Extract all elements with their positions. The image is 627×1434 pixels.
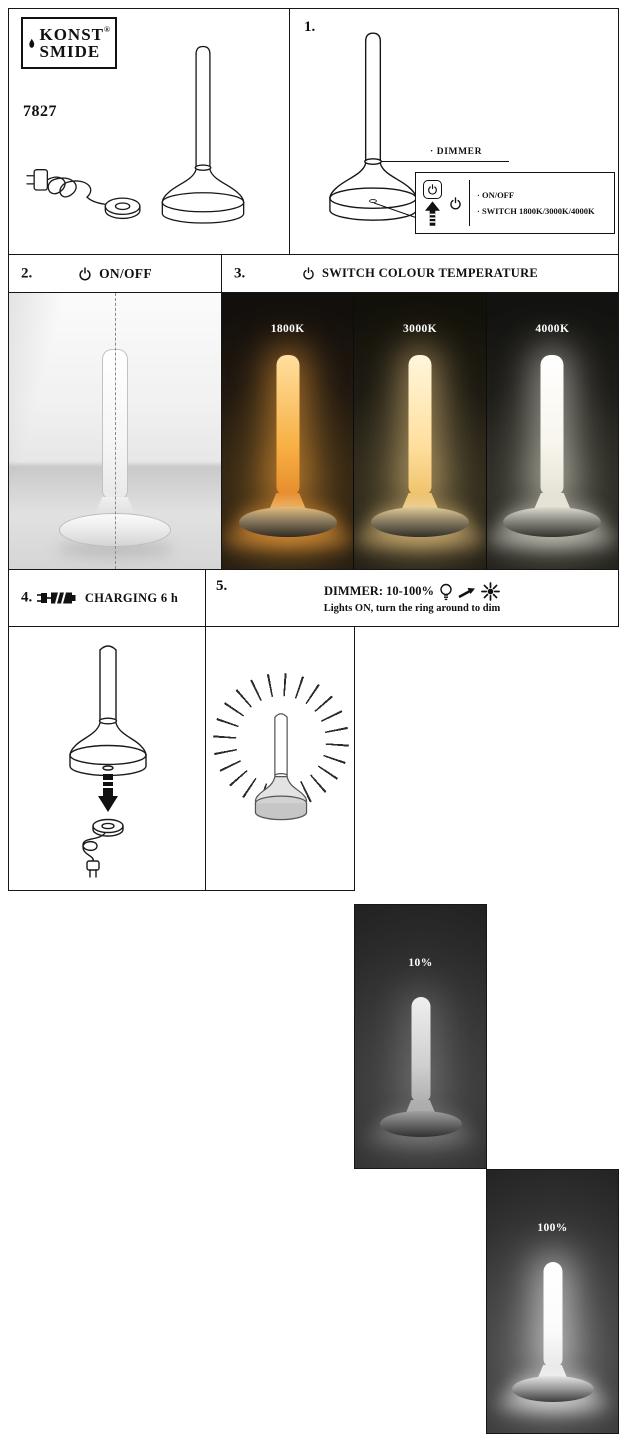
lamp-photo [354, 293, 486, 569]
power-icon [449, 197, 462, 210]
lamp-photo [487, 1170, 618, 1433]
lamp-base [238, 507, 337, 537]
power-icon [427, 184, 438, 195]
power-icon [78, 267, 92, 281]
registered-mark: ® [104, 24, 110, 34]
dimmer-leader-line [381, 161, 509, 162]
step4-label: CHARGING 6 h [84, 590, 179, 605]
lamp-neck [400, 493, 439, 511]
step3-header: 3. SWITCH COLOUR TEMPERATURE [221, 254, 619, 293]
lamp-line-drawing [151, 37, 255, 236]
lamp-photo [222, 293, 354, 569]
lamp-tube [543, 1262, 562, 1367]
increase-arrow-icon [458, 587, 476, 598]
callout-leader-line [373, 202, 421, 220]
level-label-100: 100% [537, 1222, 568, 1234]
brand-panel: KONST® SMIDE 7827 [8, 8, 290, 255]
konstsmide-logo: KONST® SMIDE [21, 17, 117, 69]
step-number-1: 1. [304, 19, 316, 35]
logo-top: KONST [39, 24, 105, 44]
temp-label-3000k: 3000K [403, 323, 437, 335]
photo-10-percent: 10% [354, 904, 487, 1169]
step4-header: 4. CHARGING 6 h [8, 569, 206, 627]
callout-divider [469, 180, 470, 226]
charging-cable-drawing [26, 168, 141, 220]
photo-100-percent: 100% [486, 1169, 619, 1434]
photo-3000k: 3000K [353, 293, 486, 569]
rays-inner-hole [236, 696, 326, 786]
lamp-neck [268, 493, 307, 511]
lamp-base [511, 1376, 594, 1402]
photo-4000k: 4000K [485, 293, 618, 569]
lamp-tube [411, 997, 430, 1102]
step-number-4: 4. [21, 589, 33, 606]
lamp-photo [486, 293, 618, 569]
temp-label-1800k: 1800K [270, 323, 305, 335]
lamp-tube [540, 355, 564, 495]
down-arrow-icon [98, 774, 118, 812]
lamp-tube [276, 355, 300, 495]
callout-text: · ON/OFF · SWITCH 1800K/3000K/4000K [477, 187, 595, 219]
glowing-lamp-drawing [254, 713, 308, 821]
step-number-5: 5. [216, 578, 228, 594]
lamp-photo [355, 905, 486, 1168]
up-arrow-icon [425, 201, 440, 226]
center-dashed-line [115, 293, 116, 569]
dimmer-label: · DIMMER [430, 147, 483, 157]
touch-button-dot [369, 199, 377, 203]
lamp-base [379, 1111, 462, 1137]
callout-onoff: · ON/OFF [477, 189, 515, 200]
charging-instruction-drawing [69, 645, 147, 878]
controls-callout: · ON/OFF · SWITCH 1800K/3000K/4000K [415, 172, 615, 234]
sunburst-icon [481, 582, 500, 601]
charging-drawing-panel [8, 626, 206, 891]
callout-switch: · SWITCH 1800K/3000K/4000K [477, 206, 595, 216]
power-icon [302, 267, 315, 280]
step5-subtitle: Lights ON, turn the ring around to dim [323, 603, 501, 614]
colour-temperature-photos: 1800K 3000K 4000K [221, 292, 619, 570]
logo-text: KONST® SMIDE [39, 24, 110, 61]
step-number-3: 3. [234, 265, 246, 281]
logo-bottom: SMIDE [39, 42, 101, 61]
lamp-tube [408, 355, 432, 495]
lamp-neck [533, 493, 572, 511]
flame-icon [29, 38, 35, 48]
level-label-10: 10% [408, 957, 433, 969]
step3-label: SWITCH COLOUR TEMPERATURE [321, 266, 539, 280]
button-with-arrow [423, 180, 442, 226]
model-number: 7827 [23, 103, 57, 120]
step5-title: DIMMER: 10-100% [323, 584, 435, 598]
step1-panel: 1. · DIMMER · ON/OFF · SWITCH 1800K/3000… [289, 8, 619, 255]
photo-1800k: 1800K [222, 293, 354, 569]
power-button [423, 180, 442, 199]
lamp-base [503, 507, 602, 537]
lamp-base [370, 507, 469, 537]
bulb-icon [440, 583, 452, 600]
step2-header: 2. ON/OFF [8, 254, 222, 293]
temp-label-4000k: 4000K [535, 323, 570, 335]
dimmer-drawing-panel [205, 626, 355, 891]
step2-label: ON/OFF [99, 265, 152, 281]
step5-header: 5. DIMMER: 10-100% [205, 569, 619, 627]
step-number-2: 2. [21, 265, 33, 281]
lamp-off-photo [8, 292, 222, 570]
battery-charging-icon [36, 592, 76, 604]
